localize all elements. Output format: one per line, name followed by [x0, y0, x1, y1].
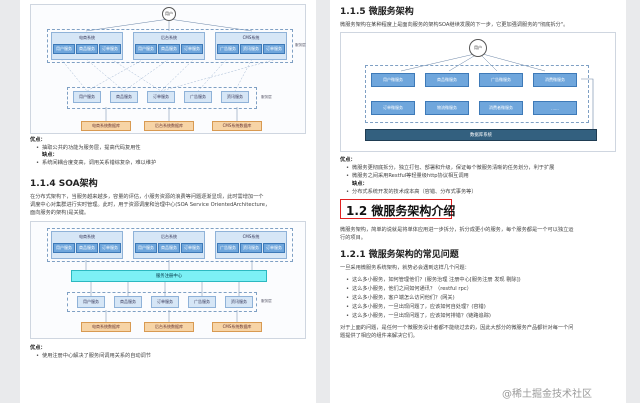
service-box: 用户服务 [53, 44, 75, 54]
pros-title: 优点： [340, 157, 356, 163]
middle-service-box: 广告服务 [184, 91, 212, 103]
service-box: 订单服务 [99, 44, 121, 54]
microservice-box: 用户微服务 [371, 73, 415, 87]
soa-description-line: 在分布式架构下，当服务越来越多，容量的评估，小服务资源的浪费等问题逐渐显现，此时… [30, 194, 264, 200]
cons-item: 分布式系统开发的技术成本高（容错、分布式事务等） [346, 188, 476, 196]
pros-title: 优点： [30, 137, 46, 143]
watermark: @稀土掘金技术社区 [502, 389, 592, 400]
user-node: 用户 [162, 7, 176, 21]
microservice-box: 订单微服务 [371, 101, 415, 115]
service-layer-frame [67, 87, 257, 109]
problem-item: 这么多小服务，客户端怎么访问他们？(网关) [346, 294, 455, 302]
middle-service-box: 订单服务 [147, 91, 175, 103]
service-box: 商品服务 [158, 243, 180, 253]
pros-title: 优点： [30, 345, 46, 351]
microservice-box: 消费微服务 [533, 73, 577, 87]
middle-service-box: 资讯服务 [221, 91, 249, 103]
system-name: 后台系统 [161, 35, 177, 40]
figure-connector-lines [400, 52, 594, 129]
cons-title: 缺点： [42, 152, 58, 158]
middle-service-box: 商品服务 [114, 296, 142, 308]
database-box: CMS系统数据库 [212, 322, 262, 332]
cons-title: 缺点： [352, 181, 368, 187]
pros-item: 使用注册中心解决了服务间调用关系的自动调节 [36, 352, 151, 360]
figure-connector-lines [60, 18, 278, 121]
service-box: 订单服务 [181, 243, 203, 253]
microservice-box: 商品微服务 [425, 73, 469, 87]
database-box: 电商系统数据库 [81, 322, 131, 332]
service-box: 商品服务 [76, 44, 98, 54]
pros-item: 抽取公共的功能为服务层，提高代码复用性 [36, 144, 141, 152]
middle-service-box: 用户服务 [73, 91, 101, 103]
user-node: 用户 [469, 39, 487, 57]
problem-item: 这么多小服务，如何管理他们？(服务治理 注册中心[服务注册 发现 剔除]) [346, 276, 521, 284]
middle-service-box: 资讯服务 [225, 296, 253, 308]
service-box: 用户服务 [53, 243, 75, 253]
service-box: 商品服务 [76, 243, 98, 253]
middle-service-box: 订单服务 [151, 296, 179, 308]
service-box: 用户服务 [135, 243, 157, 253]
system-name: CMS系统 [242, 35, 260, 40]
service-box: 订单服务 [263, 44, 285, 54]
system-name: CMS系统 [242, 234, 260, 239]
microservice-heading: 1.1.5 微服务架构 [340, 7, 414, 17]
microservice-box: ...... [533, 101, 577, 115]
service-box: 订单服务 [263, 243, 285, 253]
conclusion-line: 题提供了相应的组件来解决它们。 [340, 333, 418, 339]
microservice-architecture-figure: 用户 用户微服务 商品微服务 广告微服务 消费微服务 订单微服务 物流微服务 消… [340, 32, 616, 152]
service-box: 商品服务 [158, 44, 180, 54]
right-document-page: 1.1.5 微服务架构 微服务架构在某种程度上是面向服务的架构SOA继续发展的下… [330, 0, 626, 403]
system-name: 电商系统 [79, 35, 95, 40]
database-box: 电商系统数据库 [81, 121, 131, 131]
microservice-box: 消费者微服务 [479, 101, 523, 115]
problems-heading: 1.2.1 微服务架构的常见问题 [340, 250, 459, 260]
system-layer-frame [47, 228, 293, 262]
service-box: 订单服务 [181, 44, 203, 54]
problem-item: 这么多小服务，一旦出现问题了，应该如何排错？(链路追踪) [346, 312, 491, 320]
service-box: 订单服务 [99, 243, 121, 253]
left-document-page: 用户 服务层 电商系统 用户服务 商品服务 订单服务 后台系统 用户服务 商品服… [20, 0, 316, 403]
database-system-box: 数据库系统 [365, 129, 597, 141]
microservice-box: 广告微服务 [479, 73, 523, 87]
soa-description-line: 面向服务的架构)是关键。 [30, 210, 90, 216]
system-layer-frame [47, 29, 293, 63]
middle-service-box: 用户服务 [77, 296, 105, 308]
system-layer-label: 服务层 [295, 43, 306, 47]
service-layer-label: 服务层 [261, 299, 272, 303]
microservice-intro-line: 行的项目。 [340, 235, 366, 241]
problem-item: 这么多小服务，他们之间如何通讯？（restful rpc） [346, 285, 472, 293]
problems-intro: 一旦采用微服务系统架构，就势必会遇到这样几个问题： [340, 265, 470, 271]
problem-item: 这么多小服务，一旦出现问题了，应该如何自处理？(容错) [346, 303, 486, 311]
pros-item: 微服务之间采用Restful等轻量级http协议相互调用 [346, 172, 469, 180]
microservice-description: 微服务架构在某种程度上是面向服务的架构SOA继续发展的下一步，它更加强调服务的"… [340, 22, 569, 28]
microservice-box: 物流微服务 [425, 101, 469, 115]
middle-service-box: 广告服务 [188, 296, 216, 308]
soa-architecture-figure: 电商系统 用户服务 商品服务 订单服务 后台系统 用户服务 商品服务 订单服务 … [30, 221, 306, 339]
service-box: 用户服务 [135, 44, 157, 54]
system-name: 电商系统 [79, 234, 95, 239]
service-box: 广告服务 [217, 44, 239, 54]
middle-service-box: 商品服务 [110, 91, 138, 103]
pros-item: 微服务更彻底拆分，独立打包、部署和升级，保证每个微服务清晰的任务划分，利于扩展 [346, 164, 554, 172]
cons-item: 系统间耦合度变高，调用关系错综复杂，难以维护 [36, 159, 156, 167]
service-box: 资讯服务 [240, 243, 262, 253]
service-layer-frame [67, 292, 257, 312]
distributed-architecture-figure: 用户 服务层 电商系统 用户服务 商品服务 订单服务 后台系统 用户服务 商品服… [30, 4, 306, 134]
soa-heading: 1.1.4 SOA架构 [30, 179, 98, 189]
registry-center-box: 服务注册中心 [71, 270, 267, 282]
highlight-frame [340, 199, 452, 219]
database-box: 后台系统数据库 [144, 121, 194, 131]
service-layer-label: 服务层 [261, 95, 272, 99]
system-name: 后台系统 [161, 234, 177, 239]
conclusion-line: 对于上面的问题，是任何一个微服务设计者都不能绕过去的，因此大部分的微服务产品都针… [340, 325, 574, 331]
soa-description-line: 调度中心对集群进行实时管理。此时，用于资源调度和治理中心(SOA Service… [30, 202, 271, 208]
service-box: 广告服务 [217, 243, 239, 253]
microservice-intro-line: 微服务架构，简单的说就是将单体应用进一步拆分，拆分成更小的服务，每个服务都是一个… [340, 227, 574, 233]
database-box: 后台系统数据库 [144, 322, 194, 332]
database-box: CMS系统数据库 [212, 121, 262, 131]
service-box: 资讯服务 [240, 44, 262, 54]
section-heading: 1.2 微服务架构介绍 [346, 204, 456, 218]
microservice-frame [365, 65, 589, 123]
